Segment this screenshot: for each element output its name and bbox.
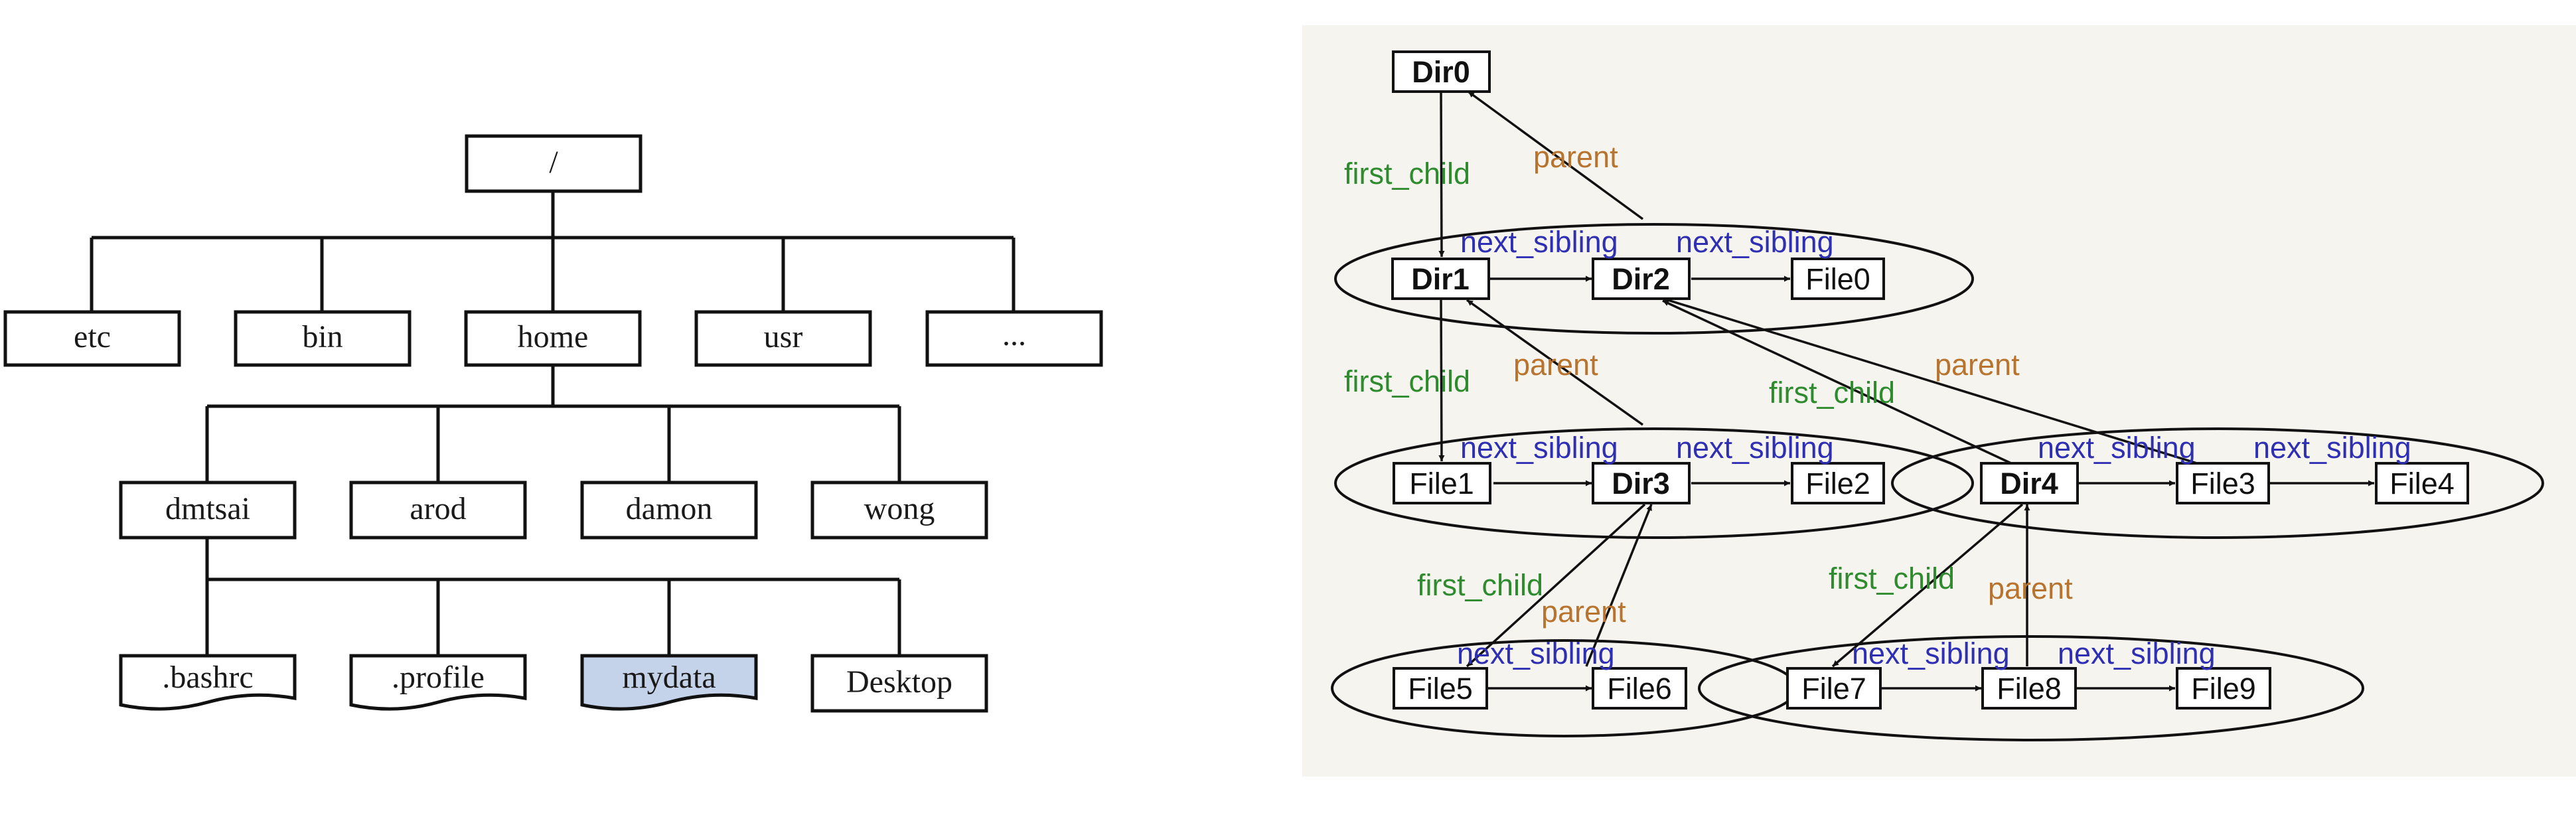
edge-label-next-sibling: next_sibling: [1676, 431, 1834, 465]
graph-node-label: Dir0: [1412, 55, 1470, 89]
tree-node-label: mydata: [622, 660, 716, 695]
graph-node-label: File5: [1408, 672, 1473, 706]
edge-label-next-sibling: next_sibling: [1457, 637, 1615, 670]
edge-label-first-child: first_child: [1344, 364, 1470, 398]
tree-node-label: /: [549, 145, 558, 180]
edge-labels-next-sibling: next_sibling next_sibling next_sibling n…: [1457, 225, 2411, 670]
tree-node-label: bin: [302, 319, 342, 354]
directory-tree: [90, 191, 1016, 656]
graph-edges: [1438, 90, 2374, 692]
graph-node-dir4: Dir4: [1980, 462, 2079, 504]
tree-node-usr: usr: [694, 310, 872, 367]
graph-node-label: Dir1: [1411, 262, 1470, 296]
graph-node-dir1: Dir1: [1391, 258, 1490, 300]
tree-node-label: wong: [864, 491, 935, 526]
tree-node-home: home: [464, 310, 642, 367]
graph-node-file8: File8: [1981, 667, 2077, 710]
tree-node-desktop: Desktop: [810, 654, 988, 713]
graph-node-label: File0: [1805, 262, 1870, 296]
graph-node-label: File6: [1607, 672, 1672, 706]
tree-node-label: arod: [410, 491, 466, 526]
tree-file-bashrc: .bashrc: [119, 654, 297, 711]
tree-node-label: .profile: [392, 660, 485, 695]
edge-labels-parent: parent parent parent parent parent: [1513, 140, 2073, 629]
tree-node-label: etc: [74, 319, 111, 354]
tree-node-bin: bin: [234, 310, 412, 367]
edge-label-next-sibling: next_sibling: [1852, 637, 2010, 670]
edge-label-first-child: first_child: [1829, 562, 1955, 595]
tree-node-label: Desktop: [846, 664, 952, 700]
tree-node-label: .bashrc: [162, 660, 253, 695]
edge-label-next-sibling: next_sibling: [1460, 225, 1618, 259]
edge-label-parent: parent: [1533, 140, 1618, 174]
sibling-groups: [1331, 223, 2544, 741]
graph-node-dir3: Dir3: [1592, 462, 1691, 504]
tree-node-damon: damon: [580, 481, 758, 540]
graph-node-label: File2: [1805, 467, 1870, 500]
tree-node-more: ...: [925, 310, 1103, 367]
edge-label-first-child: first_child: [1344, 157, 1470, 190]
graph-node-label: File8: [1997, 672, 2062, 706]
edge-label-next-sibling: next_sibling: [2058, 637, 2216, 670]
graph-node-label: Dir2: [1612, 262, 1670, 296]
graph-node-file2: File2: [1791, 462, 1885, 504]
graph-node-file4: File4: [2375, 462, 2469, 504]
tree-file-profile: .profile: [349, 654, 527, 711]
edge-label-first-child: first_child: [1417, 568, 1543, 602]
graph-node-file3: File3: [2176, 462, 2270, 504]
edge-label-parent: parent: [1513, 348, 1598, 382]
tree-node-etc: etc: [3, 310, 181, 367]
graph-node-file6: File6: [1592, 667, 1687, 710]
graph-panel: [1302, 25, 2576, 777]
edge-label-first-child: first_child: [1769, 376, 1895, 410]
graph-node-file9: File9: [2176, 667, 2271, 710]
graph-node-label: File9: [2191, 672, 2256, 706]
tree-node-dmtsai: dmtsai: [119, 481, 297, 540]
edge-label-parent: parent: [1935, 348, 2020, 382]
tree-node-label: ...: [1002, 317, 1026, 352]
graph-node-label: File7: [1801, 672, 1866, 706]
tree-file-mydata: mydata: [580, 654, 758, 711]
edge-label-next-sibling: next_sibling: [1460, 431, 1618, 465]
edge-labels-first-child: first_child first_child first_child firs…: [1344, 157, 1955, 602]
graph-node-file7: File7: [1786, 667, 1882, 710]
graph-node-label: File3: [2190, 467, 2255, 500]
tree-node-arod: arod: [349, 481, 527, 540]
tree-node-root: /: [465, 134, 643, 193]
graph-node-label: Dir4: [2000, 467, 2058, 500]
tree-node-label: home: [518, 319, 589, 354]
graph-node-dir2: Dir2: [1592, 258, 1691, 300]
tree-node-label: dmtsai: [165, 491, 250, 526]
edge-label-parent: parent: [1541, 595, 1626, 629]
graph-node-file1: File1: [1393, 462, 1491, 504]
graph-node-file5: File5: [1393, 667, 1488, 710]
graph-node-dir0: Dir0: [1392, 50, 1491, 93]
edge-label-next-sibling: next_sibling: [2253, 431, 2411, 465]
edge-label-next-sibling: next_sibling: [2038, 431, 2196, 465]
graph-node-label: File4: [2389, 467, 2455, 500]
edge-label-next-sibling: next_sibling: [1676, 225, 1834, 259]
graph-node-label: File1: [1409, 467, 1474, 500]
tree-node-label: damon: [626, 491, 713, 526]
edge-label-parent: parent: [1988, 571, 2073, 605]
graph-node-label: Dir3: [1612, 467, 1670, 500]
graph-node-file0: File0: [1791, 258, 1885, 300]
tree-node-label: usr: [764, 319, 803, 354]
tree-node-wong: wong: [810, 481, 988, 540]
